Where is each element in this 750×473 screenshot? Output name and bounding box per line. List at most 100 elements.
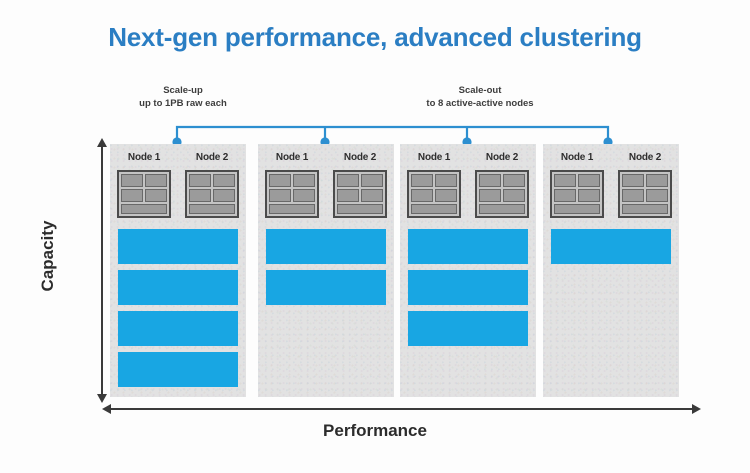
module-row (337, 174, 383, 187)
chassis-2[interactable]: Node 1 Node 2 (258, 144, 394, 397)
module-row (411, 189, 457, 202)
module-row (554, 174, 600, 187)
module-cell (479, 174, 501, 187)
chassis-3[interactable]: Node 1 Node 2 (400, 144, 536, 397)
chassis-3-node-2-module[interactable] (475, 170, 529, 218)
module-cell (622, 174, 644, 187)
chassis-3-shelf-stack (408, 229, 528, 387)
storage-shelf-filled (408, 229, 528, 264)
storage-shelf-filled (118, 352, 238, 387)
capacity-axis-arrow-down-icon (97, 394, 107, 403)
module-strip (269, 204, 315, 214)
capacity-axis-label: Capacity (38, 220, 57, 292)
capacity-axis-arrow-up-icon (97, 138, 107, 147)
storage-shelf-filled (118, 311, 238, 346)
module-cell (269, 189, 291, 202)
module-cell (145, 174, 167, 187)
storage-shelf-filled (118, 229, 238, 264)
module-row (121, 189, 167, 202)
chassis-1-node-labels: Node 1 Node 2 (110, 152, 246, 163)
module-cell (622, 189, 644, 202)
chassis-4-node-modules (543, 170, 679, 218)
module-cell (213, 174, 235, 187)
module-cell (578, 174, 600, 187)
module-cell (361, 174, 383, 187)
performance-axis-arrow-right-icon (692, 404, 701, 414)
connector-outer-path (175, 125, 610, 140)
module-cell (411, 189, 433, 202)
chassis-1-node-1-module[interactable] (117, 170, 171, 218)
module-cell (337, 174, 359, 187)
storage-shelf-empty (266, 311, 386, 346)
module-cell (435, 174, 457, 187)
module-cell (554, 189, 576, 202)
chassis-1[interactable]: Node 1 Node 2 (110, 144, 246, 397)
chassis-2-node-labels: Node 1 Node 2 (258, 152, 394, 163)
module-row (622, 174, 668, 187)
chassis-2-node-2-label: Node 2 (343, 152, 377, 163)
module-row (269, 189, 315, 202)
module-cell (293, 189, 315, 202)
chassis-4-node-1-module[interactable] (550, 170, 604, 218)
storage-shelf-filled (266, 229, 386, 264)
chassis-2-node-modules (258, 170, 394, 218)
module-cell (411, 174, 433, 187)
storage-shelf-filled (266, 270, 386, 305)
module-cell (361, 189, 383, 202)
module-row (269, 174, 315, 187)
chassis-4-node-2-label: Node 2 (628, 152, 662, 163)
callout-scale-out: Scale-out to 8 active-active nodes (385, 84, 575, 110)
chassis-4[interactable]: Node 1 Node 2 (543, 144, 679, 397)
chassis-2-node-1-label: Node 1 (275, 152, 309, 163)
module-row (189, 174, 235, 187)
module-strip (411, 204, 457, 214)
callout-scale-up: Scale-up up to 1PB raw each (108, 84, 258, 110)
module-cell (213, 189, 235, 202)
storage-shelf-filled (551, 229, 671, 264)
callout-scale-up-line2: up to 1PB raw each (139, 98, 227, 109)
chassis-4-shelf-stack (551, 229, 671, 387)
module-strip (337, 204, 383, 214)
module-cell (646, 174, 668, 187)
module-strip (121, 204, 167, 214)
chassis-1-shelf-stack (118, 229, 238, 387)
module-cell (121, 174, 143, 187)
page-title: Next-gen performance, advanced clusterin… (108, 22, 642, 52)
storage-shelf-filled (118, 270, 238, 305)
storage-shelf-empty (551, 352, 671, 387)
module-cell (578, 189, 600, 202)
storage-shelf-filled (408, 270, 528, 305)
module-cell (337, 189, 359, 202)
module-cell (646, 189, 668, 202)
module-row (121, 174, 167, 187)
module-strip (622, 204, 668, 214)
capacity-axis-line (101, 145, 103, 397)
module-cell (145, 189, 167, 202)
chassis-4-node-1-label: Node 1 (560, 152, 594, 163)
module-cell (554, 174, 576, 187)
module-cell (435, 189, 457, 202)
callout-scale-up-line1: Scale-up (163, 85, 203, 96)
chassis-4-node-2-module[interactable] (618, 170, 672, 218)
module-strip (554, 204, 600, 214)
chassis-1-node-1-label: Node 1 (127, 152, 161, 163)
chassis-3-node-1-module[interactable] (407, 170, 461, 218)
chassis-1-node-2-module[interactable] (185, 170, 239, 218)
storage-shelf-empty (408, 352, 528, 387)
chassis-2-node-1-module[interactable] (265, 170, 319, 218)
storage-shelf-filled (408, 311, 528, 346)
chassis-1-node-2-label: Node 2 (195, 152, 229, 163)
storage-shelf-empty (551, 270, 671, 305)
module-cell (503, 189, 525, 202)
chassis-3-node-2-label: Node 2 (485, 152, 519, 163)
chassis-2-node-2-module[interactable] (333, 170, 387, 218)
performance-axis-line (110, 408, 693, 410)
module-row (337, 189, 383, 202)
storage-shelf-empty (266, 352, 386, 387)
performance-axis-label: Performance (323, 421, 427, 440)
module-cell (479, 189, 501, 202)
module-row (189, 189, 235, 202)
storage-shelf-empty (551, 311, 671, 346)
chassis-3-node-labels: Node 1 Node 2 (400, 152, 536, 163)
